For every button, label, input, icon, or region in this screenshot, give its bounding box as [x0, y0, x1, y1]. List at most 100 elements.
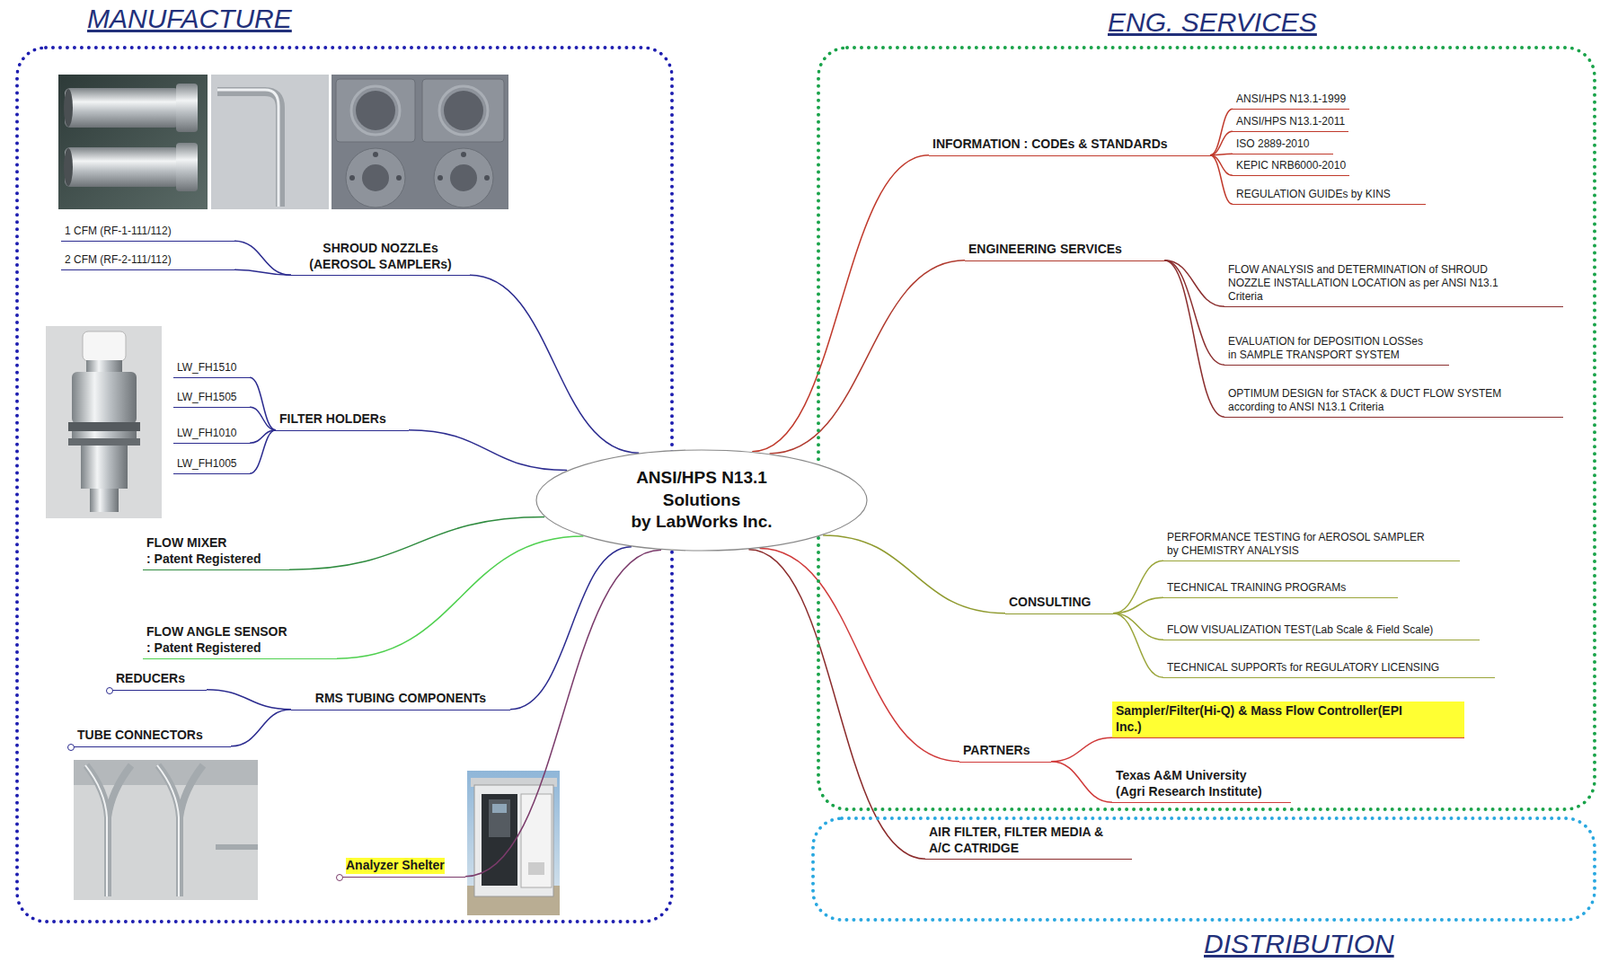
- branch-topic: TECHNICAL SUPPORTs for REGULATORY LICENS…: [1163, 659, 1495, 679]
- ellipse-shape: [536, 450, 867, 551]
- holder-outlet: [89, 488, 119, 513]
- branch-topic: RMS TUBING COMPONENTs: [291, 689, 511, 711]
- topic-label: KEPIC NRB6000-2010: [1236, 159, 1346, 173]
- topic-label: LW_FH1010: [176, 426, 247, 441]
- branch-topic: ENGINEERING SERVICEs: [964, 239, 1165, 262]
- bolt-hole: [484, 175, 490, 181]
- branch-topic: FLOW ANALYSIS and DETERMINATION of SHROU…: [1224, 261, 1564, 308]
- branch-line: [748, 549, 926, 860]
- branch-topic: FLOW VISUALIZATION TEST(Lab Scale & Fiel…: [1163, 621, 1480, 641]
- branch-line: [465, 549, 662, 876]
- photo-ground: [73, 760, 258, 901]
- holder-body: [71, 371, 137, 425]
- branch-line: [249, 406, 276, 431]
- region-heading: MANUFACTURE: [87, 5, 292, 33]
- branch-line: [1210, 155, 1233, 205]
- branch-topic: CONSULTING: [1005, 592, 1114, 615]
- topic-label: ANSI/HPS N13.1-1999: [1236, 92, 1346, 107]
- nozzle-flare: [176, 142, 198, 192]
- topic-label: FILTER HOLDERs: [279, 411, 406, 428]
- y-tube: [86, 765, 132, 897]
- branch-topic: Sampler/Filter(Hi-Q) & Mass Flow Control…: [1112, 701, 1465, 739]
- topic-label: TUBE CONNECTORs: [77, 727, 228, 744]
- branch-topic: 1 CFM (RF-1-111/112): [61, 222, 235, 242]
- topic-label: INFORMATION : CODEs & STANDARDs: [932, 136, 1207, 153]
- topic-label: 1 CFM (RF-1-111/112): [64, 224, 231, 239]
- flange-hole: [450, 164, 478, 192]
- topic-label: REDUCERs: [115, 671, 204, 688]
- branch-line: [234, 269, 292, 275]
- region-heading: ENG. SERVICES: [1107, 8, 1318, 36]
- topic-label: RMS TUBING COMPONENTs: [294, 690, 507, 708]
- topic-label: Analyzer Shelter: [345, 857, 445, 875]
- branch-line: [249, 430, 276, 475]
- flange-ring: [351, 86, 400, 135]
- branch-topic: INFORMATION : CODEs & STANDARDs: [928, 134, 1211, 157]
- bent-tube-photo: [211, 74, 329, 210]
- branch-topic: Analyzer Shelter: [342, 856, 466, 878]
- topic-label: Texas A&M University (Agri Research Inst…: [1115, 768, 1271, 800]
- branch-line: [1051, 737, 1113, 762]
- topic-label: Sampler/Filter(Hi-Q) & Mass Flow Control…: [1115, 703, 1413, 735]
- filter-holder-photo: [45, 326, 162, 519]
- holder-cap: [82, 331, 126, 362]
- topic-label: ISO 2889-2010: [1236, 137, 1330, 151]
- topic-label: CONSULTING: [1008, 594, 1110, 611]
- flange-ring: [439, 86, 488, 135]
- branch-line: [1113, 597, 1164, 614]
- group-region: DISTRIBUTIONAIR FILTER, FILTER MEDIA & A…: [811, 816, 1597, 922]
- branch-topic: 2 CFM (RF-2-111/112): [61, 251, 235, 271]
- nozzle-tube: [64, 88, 180, 128]
- branch-topic: OPTIMUM DESIGN for STACK & DUCT FLOW SYS…: [1224, 385, 1564, 418]
- branch-topic: LW_FH1510: [173, 359, 250, 379]
- branch-line: [1164, 260, 1225, 366]
- branch-line: [1113, 613, 1164, 641]
- branch-topic: PERFORMANCE TESTING for AEROSOL SAMPLER …: [1163, 529, 1460, 562]
- branch-line: [1051, 761, 1113, 804]
- flange-photo: [331, 74, 509, 210]
- bent-tube-shine: [217, 89, 279, 207]
- branch-line: [1210, 108, 1233, 156]
- shelter-interior: [481, 794, 518, 886]
- shelter-door: [521, 794, 552, 888]
- branch-topic: FLOW ANGLE SENSOR: Patent Registered: [142, 622, 337, 660]
- topic-label: : Patent Registered: [146, 640, 334, 657]
- topic-label: EVALUATION for DEPOSITION LOSSes in SAMP…: [1228, 335, 1431, 363]
- bent-tube: [217, 91, 281, 207]
- center-title: by LabWorks Inc.: [631, 511, 773, 534]
- topic-label: LW_FH1505: [176, 390, 247, 405]
- photo-ground: [211, 74, 329, 210]
- topic-label: SHROUD NOZZLEs (AEROSOL SAMPLERs): [303, 240, 459, 273]
- branch-line: [1210, 131, 1233, 156]
- branch-topic: KEPIC NRB6000-2010: [1232, 157, 1350, 177]
- holder-band: [68, 438, 141, 446]
- tube-connector-photo: [73, 760, 258, 901]
- branch-line: [249, 377, 276, 431]
- branch-topic: ANSI/HPS N13.1-1999: [1232, 90, 1350, 110]
- branch-line: [469, 274, 639, 453]
- branch-topic: ANSI/HPS N13.1-2011: [1232, 113, 1349, 133]
- branch-topic: ISO 2889-2010: [1232, 135, 1334, 155]
- photo-ground: [45, 326, 162, 519]
- branch-line: [336, 536, 584, 659]
- center-ellipse: ANSI/HPS N13.1Solutionsby LabWorks Inc.: [535, 449, 868, 552]
- photo-ground: [58, 74, 208, 210]
- nozzle-flare: [176, 83, 198, 133]
- topic-label: FLOW ANALYSIS and DETERMINATION of SHROU…: [1228, 263, 1516, 304]
- center-title: Solutions: [662, 489, 742, 513]
- holder-lower: [80, 445, 128, 489]
- group-region: ENG. SERVICESINFORMATION : CODEs & STAND…: [816, 45, 1597, 812]
- y-tube: [158, 765, 204, 897]
- shelter-body: [474, 785, 554, 897]
- flange-hole: [355, 90, 396, 131]
- branch-topic: FILTER HOLDERs: [275, 409, 409, 432]
- branch-topic: FLOW MIXER: Patent Registered: [142, 533, 290, 571]
- topic-label: : Patent Registered: [146, 551, 286, 568]
- bolt-hole: [460, 151, 467, 158]
- bolt-hole: [437, 175, 443, 181]
- flange-hole: [443, 90, 484, 131]
- branch-line: [1113, 613, 1164, 679]
- branch-topic: REDUCERs: [112, 669, 207, 691]
- topic-label: PARTNERs: [963, 742, 1048, 760]
